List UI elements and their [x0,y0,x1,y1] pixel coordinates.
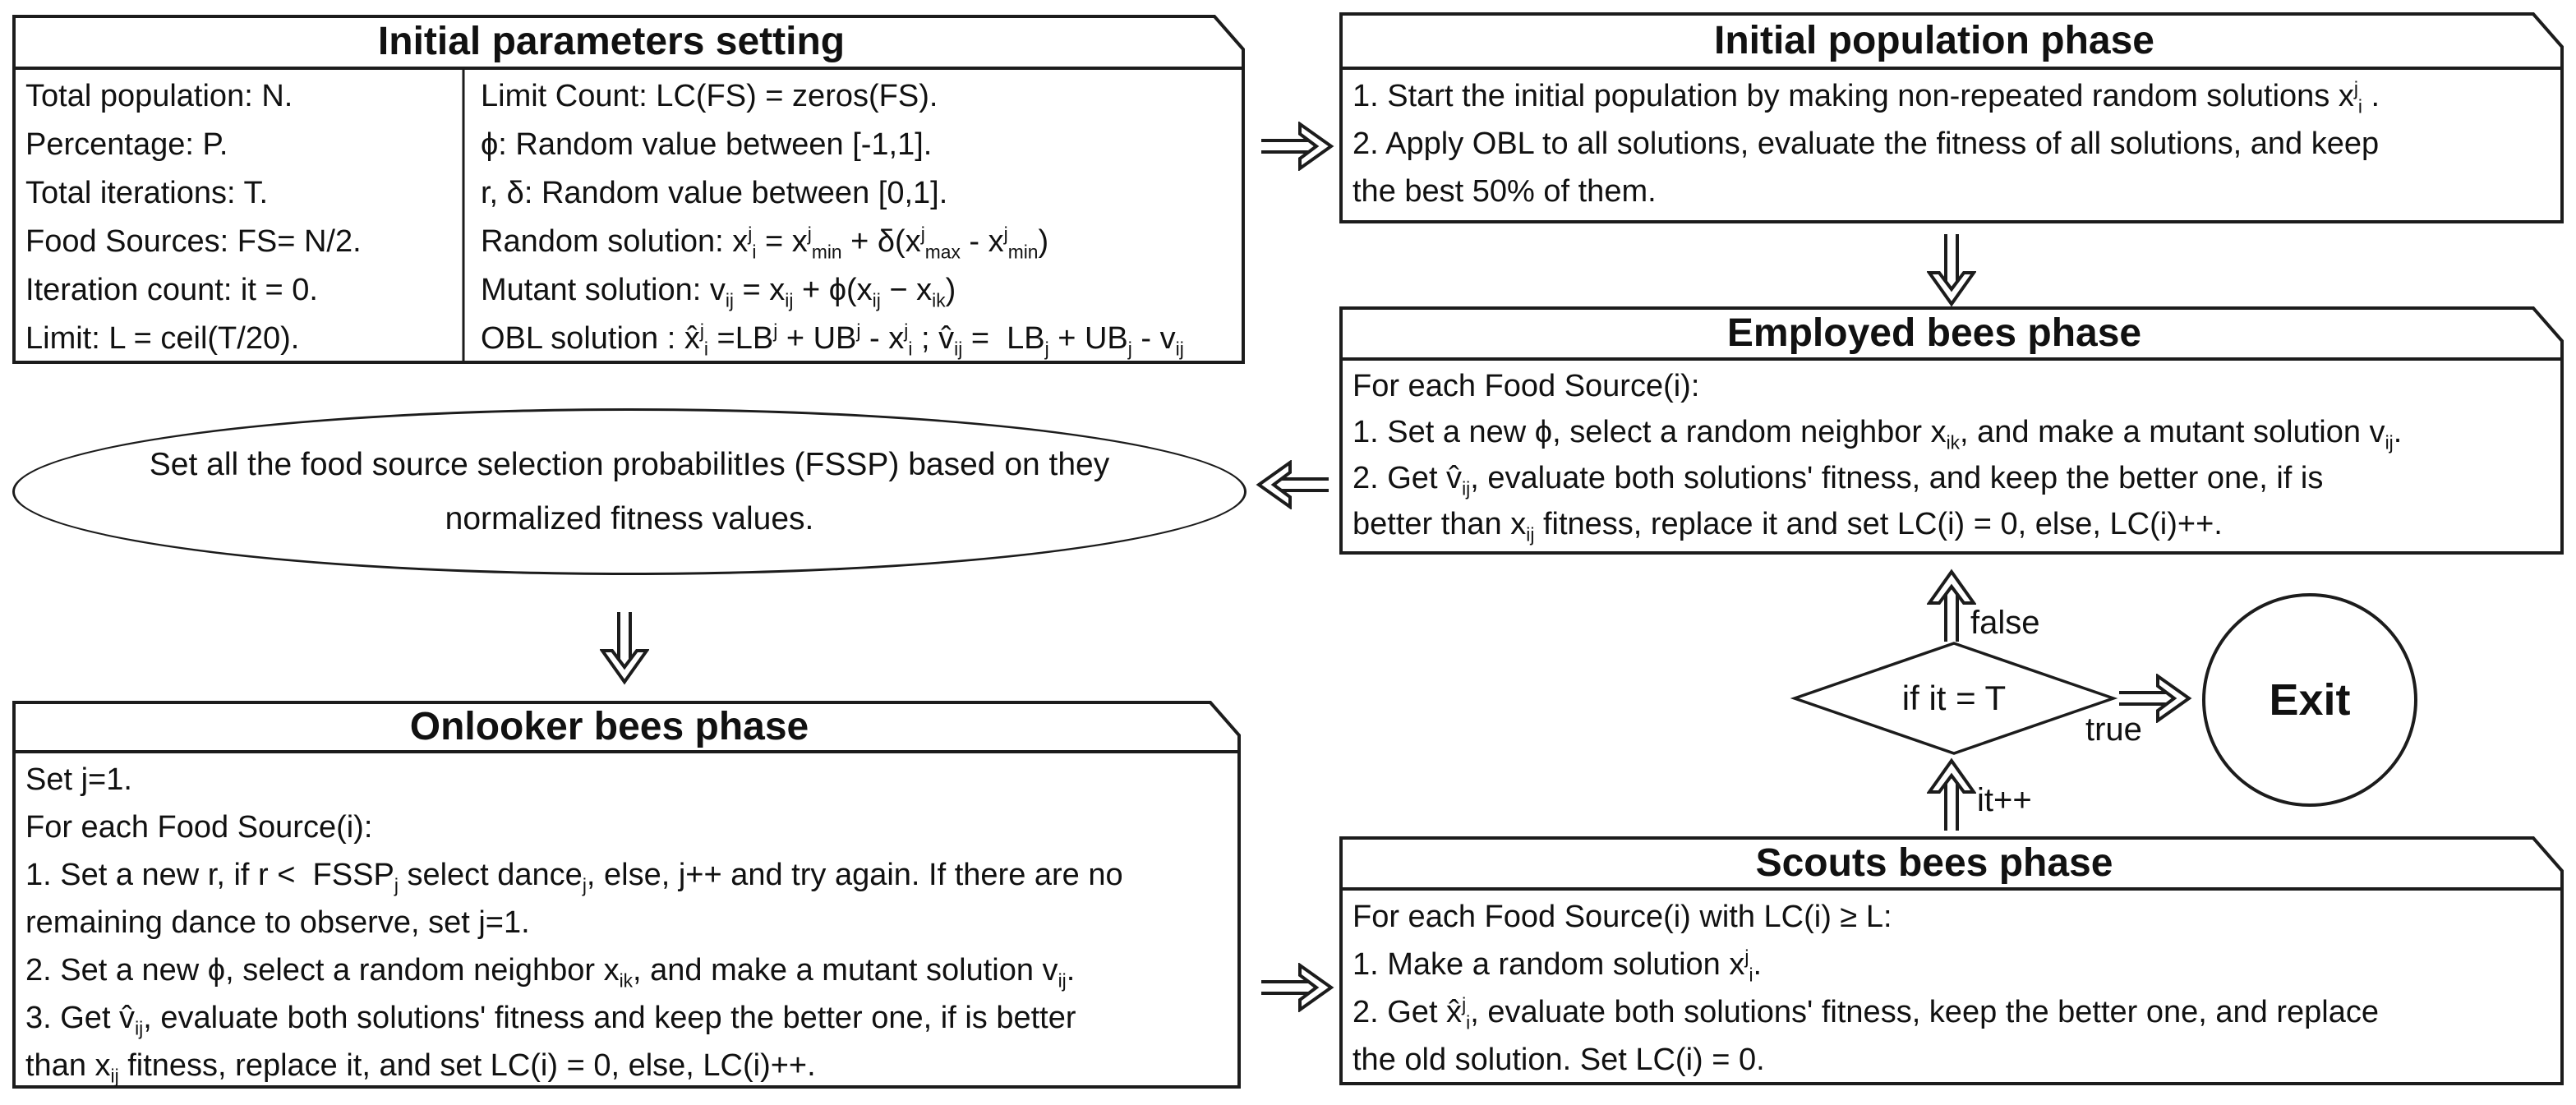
initial-population-frame [1339,12,2564,223]
body-line: For each Food Source(i): [25,810,373,845]
onlooker-bees-frame [12,701,1241,1089]
body-line: 2. Set a new ϕ, select a random neighbor… [25,953,1076,992]
initial-population-title: Initial population phase [1713,18,2154,62]
decision-condition: if it = T [1901,679,2007,717]
initial-parameters-box: Initial parameters setting Total populat… [12,15,1245,364]
onlooker-bees-title: Onlooker bees phase [409,704,809,748]
initial-parameters-body: Total population: N. Percentage: P. Tota… [12,68,1245,364]
body-line: 1. Make a random solution xji. [1353,946,1763,986]
body-line: 2. Apply OBL to all solutions, evaluate … [1353,127,2380,209]
parameter-line: Percentage: P. [25,127,228,162]
body-line: Set j=1. [25,762,132,797]
initial-population-box: Initial population phase 1. Start the in… [1339,12,2564,223]
body-line: 2. Get v̂ij, evaluate both solutions' fi… [1353,461,2324,546]
true-edge-label: true [2085,711,2142,748]
initial-parameters-title: Initial parameters setting [377,20,846,63]
parameter-line: Limit: L = ceil(T/20). [25,321,300,356]
initial-parameters-frame [12,15,1245,364]
arrow-scouts-to-decision [1928,759,1975,832]
employed-bees-body: For each Food Source(i): 1. Set a new ϕ,… [1339,359,2564,555]
exit-label: Exit [2269,675,2351,725]
body-line: 1. Start the initial population by makin… [1353,77,2380,117]
decision-diamond [1790,642,2118,755]
arrow-employed-to-fssp [1257,461,1330,509]
employed-bees-box: Employed bees phase For each Food Source… [1339,306,2564,555]
fssp-ellipse-text: Set all the food source selection probab… [149,446,1110,536]
arrow-decision-false-to-employed [1928,570,1975,643]
false-edge-label: false [1970,605,2040,641]
onlooker-bees-body: Set j=1. For each Food Source(i): 1. Set… [12,752,1241,1089]
scouts-bees-title: Scouts bees phase [1755,840,2113,885]
body-line: 3. Get v̂ij, evaluate both solutions' fi… [25,1001,1076,1087]
body-line: 1. Set a new ϕ, select a random neighbor… [1353,415,2403,454]
body-line: 2. Get x̂ji, evaluate both solutions' fi… [1353,993,2379,1077]
initial-population-body: 1. Start the initial population by makin… [1339,68,2564,223]
parameter-line: r, δ: Random value between [0,1]. [481,176,948,210]
body-line: For each Food Source(i) with LC(i) ≥ L: [1353,900,1892,934]
employed-bees-title: Employed bees phase [1726,311,2142,355]
employed-bees-frame [1339,306,2564,555]
body-line: 1. Set a new r, if r < FSSPj select danc… [25,858,1123,940]
scouts-bees-box: Scouts bees phase For each Food Source(i… [1339,836,2564,1085]
body-line: For each Food Source(i): [1353,369,1700,403]
scouts-bees-frame [1339,836,2564,1085]
increment-edge-label: it++ [1977,782,2032,818]
scouts-bees-body: For each Food Source(i) with LC(i) ≥ L: … [1339,889,2564,1085]
exit-node: Exit [2202,593,2417,807]
fssp-ellipse: Set all the food source selection probab… [12,408,1247,575]
arrow-params-to-population [1260,122,1333,170]
parameter-line: Mutant solution: vij = xij + ϕ(xij − xik… [481,273,956,311]
arrow-fssp-to-onlooker [601,610,648,684]
parameters-left-column: Total population: N. Percentage: P. Tota… [12,68,463,364]
parameters-right-column: Limit Count: LC(FS) = zeros(FS). ϕ: Rand… [463,68,1245,364]
parameter-line: ϕ: Random value between [-1,1]. [481,127,933,162]
parameter-line: Food Sources: FS= N/2. [25,224,362,259]
onlooker-bees-box: Onlooker bees phase Set j=1. For each Fo… [12,701,1241,1089]
arrow-population-to-employed [1928,233,1975,306]
arrow-onlooker-to-scouts [1260,964,1333,1011]
parameter-line: Random solution: xji = xjmin + δ(xjmax -… [481,223,1049,263]
parameter-line: Total population: N. [25,79,293,113]
parameter-line: Limit Count: LC(FS) = zeros(FS). [481,79,938,113]
parameter-line: OBL solution : x̂ji =LBj + UBj - xji ; v… [481,320,1184,360]
parameter-line: Total iterations: T. [25,176,269,210]
parameter-line: Iteration count: it = 0. [25,273,318,307]
